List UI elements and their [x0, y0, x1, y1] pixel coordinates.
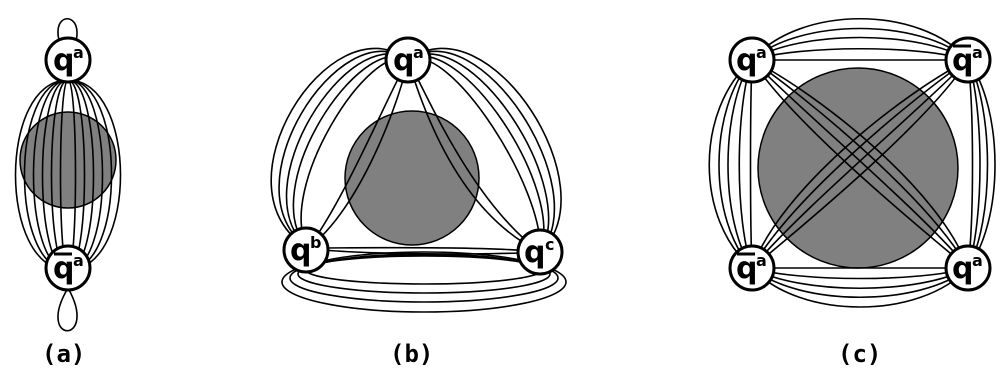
- svg-text:q: q: [952, 43, 973, 78]
- panel-c-node-top-right-qbar-a: q a: [944, 36, 992, 84]
- svg-text:a: a: [73, 43, 84, 62]
- svg-text:a: a: [756, 251, 767, 270]
- panel-b: q a q b q c (b): [270, 36, 567, 368]
- svg-text:q: q: [524, 235, 545, 270]
- svg-text:q: q: [290, 233, 311, 268]
- panel-c-node-bottom-left-qbar-a: q a: [728, 244, 776, 292]
- svg-text:a: a: [73, 251, 84, 270]
- panel-a-label: (a): [42, 340, 85, 368]
- svg-text:c: c: [545, 235, 554, 254]
- panel-a-node-qbar-a: q a: [44, 244, 92, 292]
- svg-text:q: q: [952, 251, 973, 286]
- svg-text:a: a: [972, 251, 983, 270]
- svg-text:q: q: [736, 43, 757, 78]
- panel-a-node-qa: q a: [44, 36, 92, 84]
- svg-text:q: q: [736, 251, 757, 286]
- panel-c: q a q a q a q a (c): [708, 18, 996, 368]
- svg-text:q: q: [393, 43, 414, 78]
- svg-text:a: a: [972, 43, 983, 62]
- panel-c-node-bottom-right-qa: q a: [944, 244, 992, 292]
- svg-text:b: b: [310, 233, 321, 252]
- svg-text:q: q: [53, 43, 74, 78]
- svg-text:q: q: [53, 251, 74, 286]
- panel-b-node-qb: q b: [282, 226, 330, 274]
- panel-c-node-top-left-qa: q a: [728, 36, 776, 84]
- panel-c-label: (c): [838, 340, 881, 368]
- svg-text:a: a: [756, 43, 767, 62]
- panel-b-node-qa: q a: [384, 36, 432, 84]
- svg-text:a: a: [413, 43, 424, 62]
- panel-b-node-qc: q c: [516, 228, 564, 276]
- panel-b-blob: [344, 110, 480, 246]
- panel-a: q a q a (a): [14, 17, 122, 368]
- panel-b-label: (b): [390, 340, 433, 368]
